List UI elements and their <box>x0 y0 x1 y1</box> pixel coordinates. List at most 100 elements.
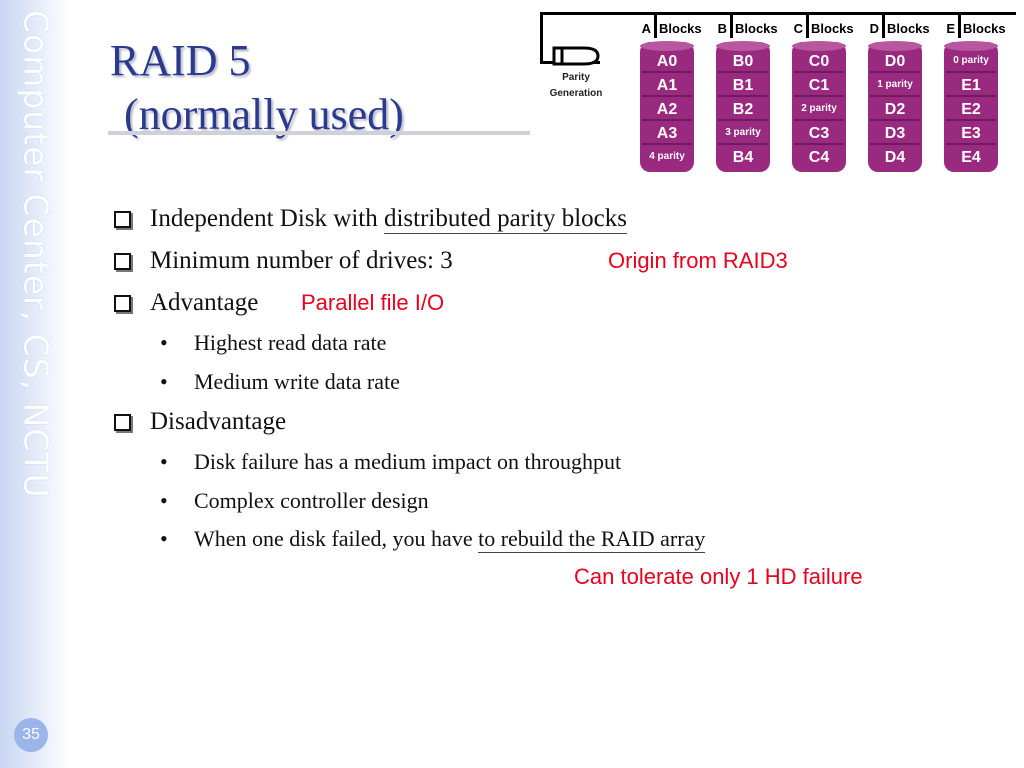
data-block-label: A3 <box>657 125 678 142</box>
data-block-label: E4 <box>961 149 981 166</box>
bullet-advantage: Advantage <box>112 282 705 324</box>
underlined-text: distributed parity blocks <box>383 205 628 234</box>
disk-separator <box>642 119 692 121</box>
slide-title-line1: RAID 5 <box>110 36 251 85</box>
disk-separator <box>946 119 996 121</box>
disk-top <box>640 41 694 51</box>
parity-generator: Parity Generation <box>550 46 602 99</box>
data-block-label: D0 <box>885 53 906 70</box>
data-block-label: A2 <box>657 101 678 118</box>
disk-separator <box>870 95 920 97</box>
bullet-text: Highest read data rate <box>194 330 387 355</box>
data-block-label: D4 <box>885 149 906 166</box>
parity-block-label: 2 parity <box>801 103 837 114</box>
slide-title-line2: (normally used) <box>124 90 404 139</box>
disk-separator <box>718 143 768 145</box>
data-block-label: D2 <box>885 101 906 118</box>
parity-block-label: 1 parity <box>877 79 913 90</box>
disk-body <box>792 42 846 172</box>
sub-bullet-controller: • Complex controller design <box>112 482 705 521</box>
disk-separator <box>946 71 996 73</box>
disk-top <box>716 41 770 51</box>
parity-block-label: 0 parity <box>953 55 989 66</box>
parity-block-label: 4 parity <box>649 151 685 162</box>
disk-separator <box>718 119 768 121</box>
disk-separator <box>642 143 692 145</box>
disk-top <box>944 41 998 51</box>
disk-separator <box>794 95 844 97</box>
parity-block-label: 3 parity <box>725 127 761 138</box>
bullet-text: Advantage <box>150 289 259 316</box>
data-block-label: E2 <box>961 101 981 118</box>
data-block-label: A1 <box>657 77 678 94</box>
disk-separator <box>642 71 692 73</box>
dot-bullet-icon: • <box>160 368 168 394</box>
note-origin-raid3: Origin from RAID3 <box>608 248 788 273</box>
disk-separator <box>794 71 844 73</box>
bullet-text: Complex controller design <box>194 487 429 513</box>
sidebar-title: Computer Center, CS, NCTU <box>16 10 56 499</box>
bullet-min-drives: Minimum number of drives: 3 <box>112 240 705 282</box>
data-block-label: C1 <box>809 77 830 94</box>
disk-body <box>640 42 694 172</box>
data-block-label: D3 <box>885 125 906 142</box>
sub-bullet-read-rate: • Highest read data rate <box>112 324 705 363</box>
bullet-text: Disk failure has a medium impact on thro… <box>194 449 622 474</box>
data-block-label: C0 <box>809 53 830 70</box>
disk-separator <box>946 143 996 145</box>
page-number-badge: 35 <box>14 718 48 752</box>
disk-top <box>792 41 846 51</box>
checkbox-bullet-icon <box>114 253 131 270</box>
data-block-label: C3 <box>809 125 830 142</box>
data-block-label: E1 <box>961 77 981 94</box>
bullet-text: Disadvantage <box>150 408 287 435</box>
bullet-distributed-parity: Independent Disk with distributed parity… <box>112 198 705 240</box>
bullet-text: When one disk failed, you have <box>194 526 479 551</box>
sub-bullet-rebuild: •When one disk failed, you have to rebui… <box>112 520 706 559</box>
data-block-label: B4 <box>733 149 754 166</box>
dot-bullet-icon: • <box>160 449 168 474</box>
data-block-label: B1 <box>733 77 754 94</box>
disk-separator <box>718 71 768 73</box>
disk-separator <box>870 71 920 73</box>
disk-body <box>868 42 922 172</box>
bullet-text: Minimum number of drives: 3 <box>150 247 453 274</box>
title-underline <box>108 131 530 135</box>
data-block-label: E3 <box>961 125 981 142</box>
bullet-list: Independent Disk with distributed parity… <box>112 198 706 559</box>
dot-bullet-icon: • <box>160 526 168 551</box>
sub-bullet-disk-failure: • Disk failure has a medium impact on thr… <box>112 443 705 482</box>
disk-separator <box>794 143 844 145</box>
bullet-text: Medium write data rate <box>194 368 400 394</box>
disk-separator <box>794 119 844 121</box>
data-block-label: C4 <box>809 149 830 166</box>
disk-body <box>944 42 998 172</box>
note-parallel-io: Parallel file I/O <box>301 290 445 315</box>
disk-separator <box>946 95 996 97</box>
note-tolerate-failure: Can tolerate only 1 HD failure <box>574 564 863 589</box>
disk-separator <box>718 95 768 97</box>
disk-separator <box>642 95 692 97</box>
sub-bullet-write-rate: • Medium write data rate <box>112 363 705 402</box>
dot-bullet-icon: • <box>160 487 168 513</box>
disk-separator <box>870 119 920 121</box>
checkbox-bullet-icon <box>114 414 131 431</box>
data-block-label: B2 <box>733 101 754 118</box>
dot-bullet-icon: • <box>160 330 168 355</box>
checkbox-bullet-icon <box>114 295 131 312</box>
bullet-text: Independent Disk with <box>150 205 384 232</box>
parity-label-1: Parity <box>562 72 590 83</box>
data-block-label: B0 <box>733 53 754 70</box>
data-block-label: A0 <box>657 53 678 70</box>
